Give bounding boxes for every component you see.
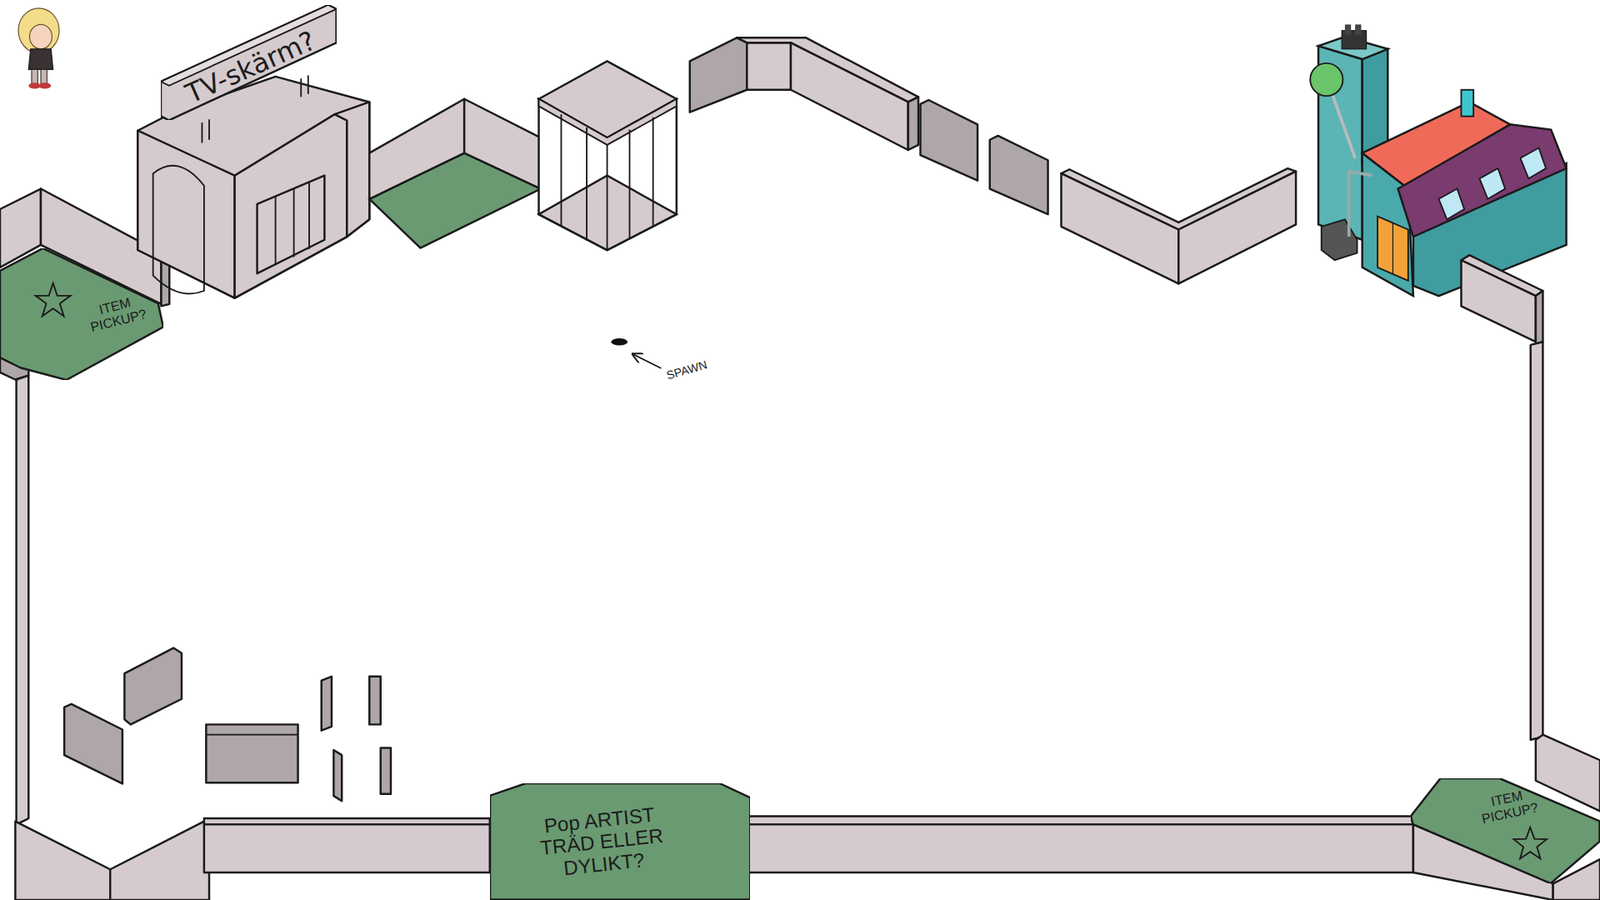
spawn-marker bbox=[610, 338, 661, 369]
character-sprite bbox=[18, 8, 60, 90]
spawn-label: SPAWN bbox=[665, 358, 709, 383]
wall bbox=[0, 189, 170, 825]
zone-shape bbox=[490, 783, 750, 900]
wall bbox=[15, 816, 1600, 900]
wall bbox=[690, 37, 1296, 284]
star-symbol bbox=[1514, 827, 1548, 860]
zone-shape bbox=[0, 248, 164, 380]
green-patch bbox=[369, 99, 548, 249]
wall bbox=[1460, 255, 1600, 811]
item-pickup-zone: ITEM PICKUP? bbox=[0, 248, 164, 380]
zone-note: TV-skärm? bbox=[161, 16, 341, 119]
factory-building bbox=[1310, 24, 1566, 296]
obstacle-block bbox=[64, 648, 391, 802]
star-symbol bbox=[35, 282, 71, 316]
zone-shape bbox=[1410, 778, 1600, 884]
pop-artist-zone: Pop ARTIST TRÄD ELLER DYLIKT? bbox=[490, 783, 750, 900]
item-pickup-zone: ITEM PICKUP? bbox=[1410, 778, 1600, 884]
tv-sign: TV-skärm? bbox=[160, 5, 337, 120]
glass-cube bbox=[539, 60, 677, 250]
